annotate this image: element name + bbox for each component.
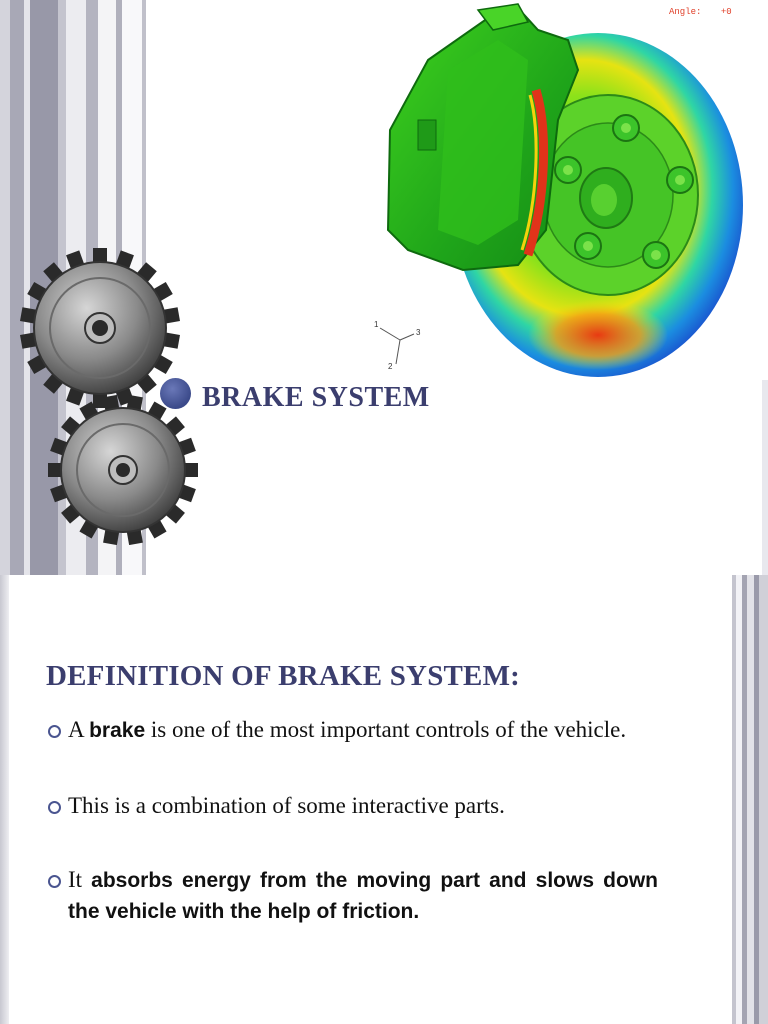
bullet-text: This is a combination of some interactiv… [68,793,505,818]
list-item: This is a combination of some interactiv… [46,791,658,821]
list-item: It absorbs energy from the moving part a… [46,865,658,927]
title-bullet-icon [160,378,191,409]
decorative-stripes [728,575,768,1024]
list-item: A brake is one of the most important con… [46,715,658,746]
bullet-text: It [68,867,92,892]
gear-icon [48,394,198,546]
axis-label-3: 3 [416,328,421,337]
bullet-ring-icon [48,801,61,814]
angle-label: Angle: [669,7,702,17]
slide-edge [762,380,768,575]
slide-edge [0,575,9,1024]
angle-readout: Angle: +0 [669,7,732,17]
axis-label-2: 2 [388,362,393,371]
axis-label-1: 1 [374,320,379,329]
gear-icon [19,248,181,408]
bullet-bold-text: absorbs energy from the moving part and … [68,869,658,923]
slide-title: BRAKE SYSTEM [202,382,430,413]
title-slide: 1 2 3 Angle: +0 [0,0,768,575]
bullet-bold-text: brake [89,719,146,742]
bullet-ring-icon [48,725,61,738]
definition-list: A brake is one of the most important con… [46,715,658,927]
bullet-text: is one of the most important controls of… [145,717,627,742]
brake-disc-image: 1 2 3 [368,0,768,380]
definition-slide: DEFINITION OF BRAKE SYSTEM: A brake is o… [0,575,768,1024]
bullet-ring-icon [48,875,61,888]
angle-value: +0 [720,7,732,17]
bullet-text: A [68,717,90,742]
section-heading: DEFINITION OF BRAKE SYSTEM: [46,660,521,692]
